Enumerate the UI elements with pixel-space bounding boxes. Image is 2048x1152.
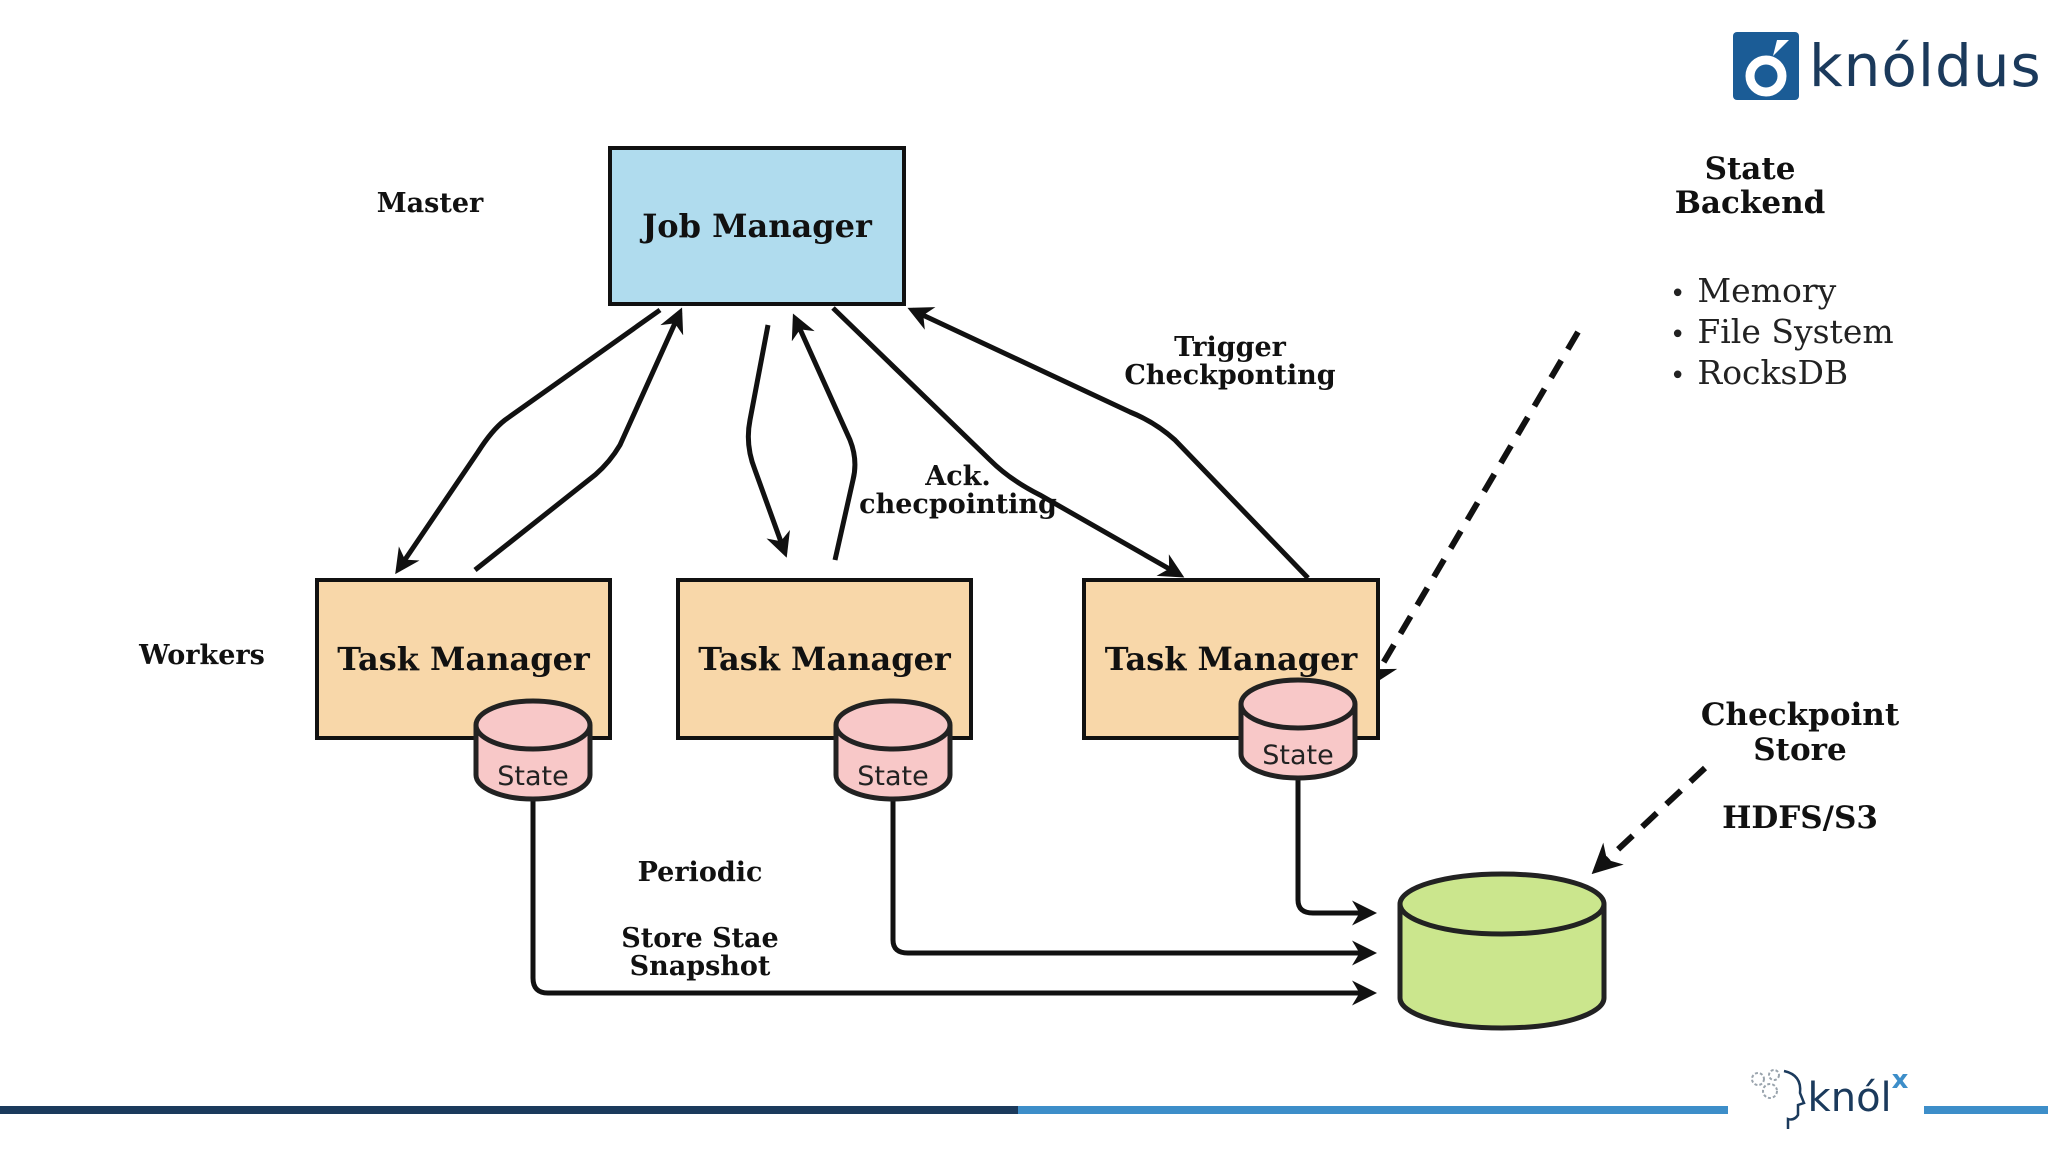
state-cylinder-3: State <box>1237 676 1359 782</box>
state-cylinder-2-icon: State <box>833 698 953 802</box>
master-label: Master <box>376 188 484 219</box>
job-manager-box: Job Manager <box>608 146 906 306</box>
knoldus-logo: knóldus <box>1733 32 2042 100</box>
checkpoint-store-type: HDFS/S3 <box>1722 800 1878 836</box>
state-backend-option: RocksDB <box>1670 354 1930 395</box>
state-backend-option: File System <box>1670 313 1930 354</box>
state-cylinder-3-icon: State <box>1238 677 1358 781</box>
state-cylinder-2: State <box>832 697 954 803</box>
footer-bar-light <box>1018 1106 2048 1114</box>
state-cylinder-2-label: State <box>857 761 928 792</box>
dashed-arrow-store-label-to-store <box>1591 765 1708 875</box>
state-cylinder-1: State <box>472 697 594 803</box>
store-snapshot-line-2: Snapshot <box>629 951 771 982</box>
trigger-line-2: Checkponting <box>1124 360 1336 391</box>
arrow-state2-to-store <box>890 800 1377 966</box>
ack-line-2: checpointing <box>859 489 1057 520</box>
state-backend-line-2: Backend <box>1674 185 1826 221</box>
database-cylinder-icon <box>1397 871 1607 1031</box>
job-manager-label: Job Manager <box>642 207 872 245</box>
arrow-state1-to-store <box>530 800 1377 1006</box>
trigger-checkpointing-label: Trigger Checkponting <box>1090 334 1370 390</box>
knolx-logo-superscript: x <box>1891 1065 1909 1095</box>
task-manager-3-box: Task Manager <box>1082 578 1380 740</box>
checkpoint-store-line-2: Store <box>1753 732 1847 768</box>
task-manager-3-label: Task Manager <box>1104 640 1358 678</box>
store-snapshot-line-1: Store Stae <box>621 923 779 954</box>
knoldus-logo-mark-icon <box>1733 32 1799 100</box>
state-backend-title: State Backend <box>1630 152 1870 220</box>
state-backend-option: Memory <box>1670 272 1930 313</box>
store-snapshot-label: Store Stae Snapshot <box>580 925 820 981</box>
ack-line-1: Ack. <box>925 461 991 492</box>
checkpoint-store-line-1: Checkpoint <box>1700 697 1900 733</box>
arrow-jm-to-tm2 <box>745 324 790 558</box>
footer-bar-dark <box>0 1106 1018 1114</box>
arrow-jm-to-tm3 <box>831 306 1185 578</box>
state-cylinder-3-label: State <box>1262 740 1333 771</box>
knoldus-logo-text: knóldus <box>1809 32 2042 100</box>
arrow-state3-to-store <box>1295 780 1377 926</box>
checkpoint-store-cylinder <box>1394 868 1610 1036</box>
trigger-line-1: Trigger <box>1174 332 1286 363</box>
arrow-jm-to-tm1 <box>395 307 662 575</box>
arrow-tm1-to-jm <box>473 307 684 572</box>
task-manager-1-label: Task Manager <box>337 640 590 678</box>
knolx-logo-text: knól <box>1807 1075 1892 1121</box>
brain-gears-icon <box>1750 1069 1806 1129</box>
state-backend-line-1: State <box>1704 151 1796 187</box>
state-cylinder-1-icon: State <box>473 698 593 802</box>
task-manager-2-label: Task Manager <box>698 640 951 678</box>
task-manager-2-box: Task Manager <box>676 578 973 740</box>
knolx-logo: knól x <box>1728 1052 1924 1144</box>
workers-label: Workers <box>139 640 265 671</box>
periodic-label: Periodic <box>637 857 763 888</box>
checkpoint-store-title: Checkpoint Store <box>1660 698 1940 768</box>
ack-checkpointing-label: Ack. checpointing <box>838 463 1078 519</box>
dashed-arrow-backend-to-tm3 <box>1368 330 1581 688</box>
state-backend-options: Memory File System RocksDB <box>1670 272 1930 395</box>
arrow-tm2-to-jm <box>791 313 858 561</box>
arrow-tm3-to-jm <box>907 307 1310 580</box>
state-cylinder-1-label: State <box>497 761 568 792</box>
